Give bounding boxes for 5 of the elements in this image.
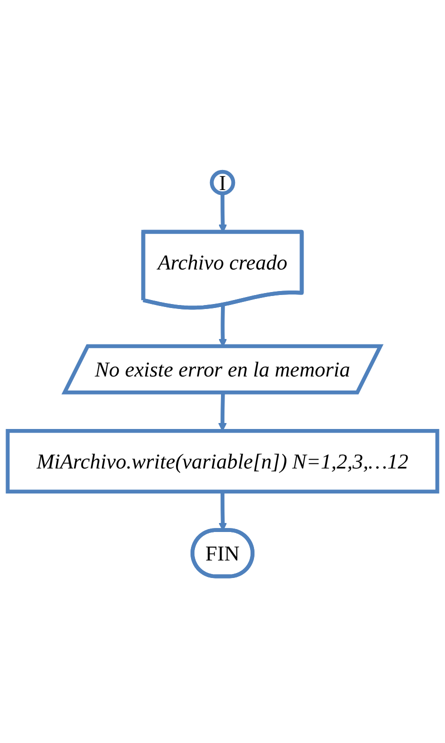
arrow [218, 492, 228, 531]
arrow [218, 193, 228, 233]
node-circle: I [210, 170, 236, 196]
node-box: MiArchivo.write(variable[n]) N=1,2,3,…12 [6, 428, 440, 494]
arrow [218, 392, 227, 432]
